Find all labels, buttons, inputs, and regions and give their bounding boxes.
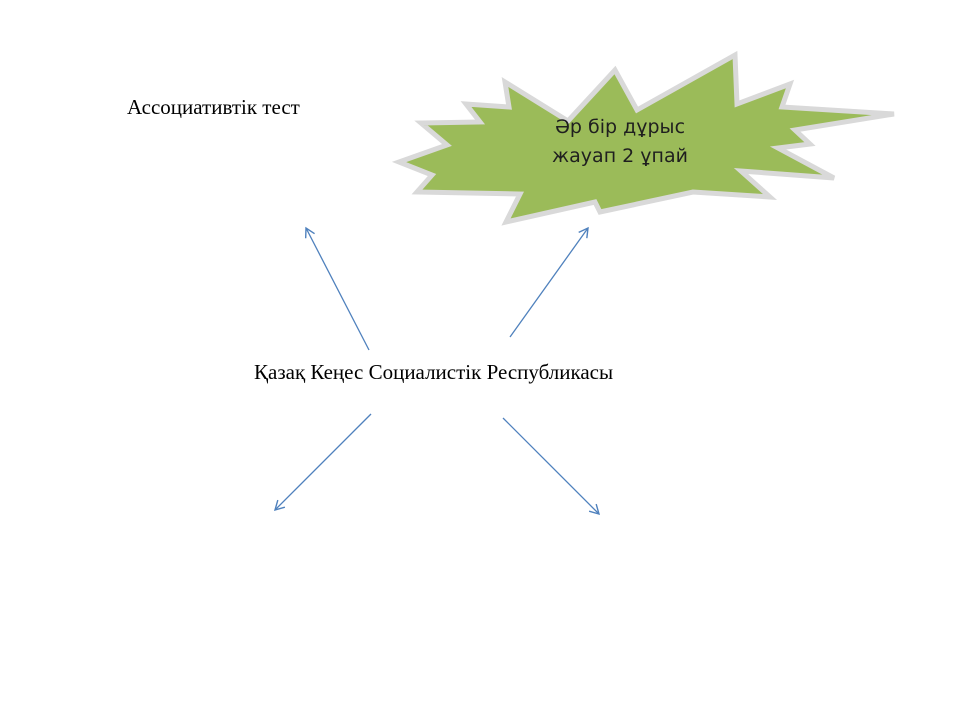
center-term: Қазақ Кеңес Социалистік Республикасы <box>254 360 614 384</box>
burst-callout-line-1: Әр бір дұрыс <box>554 116 686 138</box>
slide-title: Ассоциативтік тест <box>127 95 300 119</box>
arrow-down-right <box>502 417 601 516</box>
burst-callout-line-2: жауап 2 ұпай <box>552 145 688 167</box>
burst-callout-text: Әр бір дұрыс жауап 2 ұпай <box>520 113 720 171</box>
arrow-up-right <box>509 226 589 338</box>
burst-shape <box>391 50 895 226</box>
arrow-down-left <box>273 413 372 512</box>
arrow-up-left <box>304 226 370 351</box>
